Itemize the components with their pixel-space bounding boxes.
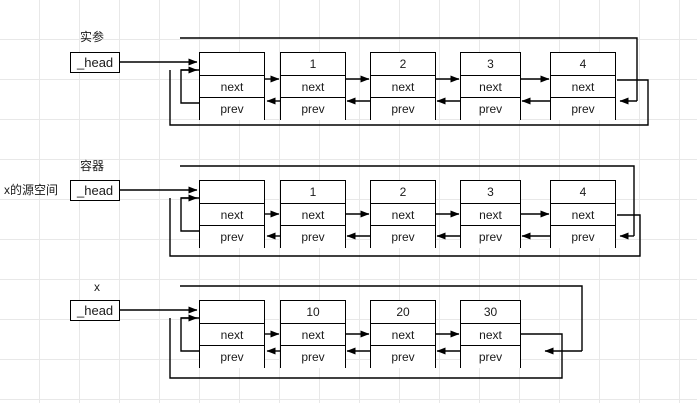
- row3-head-box[interactable]: _head: [70, 300, 120, 321]
- row3-node-2-prev: prev: [371, 346, 435, 368]
- row1-node-4-value: 4: [551, 53, 615, 76]
- row1-node-3-value: 3: [461, 53, 520, 76]
- row2-node-3[interactable]: 3 next prev: [460, 180, 521, 248]
- row3-node-0-next: next: [200, 324, 264, 346]
- row3-node-1-prev: prev: [281, 346, 345, 368]
- row2-node-4[interactable]: 4 next prev: [550, 180, 616, 248]
- row2-sentinel-prev-stub: [180, 197, 199, 232]
- row1-head-box[interactable]: _head: [70, 52, 120, 73]
- row1-node-2-next: next: [371, 76, 435, 98]
- row3-node-0[interactable]: next prev: [199, 300, 265, 368]
- row1-node-3-next: next: [461, 76, 520, 98]
- row3-node-3-value: 30: [461, 301, 520, 324]
- row2-node-1-value: 1: [281, 181, 345, 204]
- row3-node-0-value: [200, 301, 264, 324]
- row2-node-0[interactable]: next prev: [199, 180, 265, 248]
- row2-side-label: x的源空间: [4, 183, 59, 197]
- row3-bottom-rail: [169, 318, 563, 379]
- row1-node-4-prev: prev: [551, 98, 615, 120]
- row2-node-4-next: next: [551, 204, 615, 226]
- row3-sentinel-prev-stub: [180, 317, 199, 352]
- row2-node-3-prev: prev: [461, 226, 520, 248]
- row3-node-2-value: 20: [371, 301, 435, 324]
- row1-node-0-next: next: [200, 76, 264, 98]
- row2-node-4-value: 4: [551, 181, 615, 204]
- row2-top-label: 容器: [80, 159, 105, 173]
- row3-node-2[interactable]: 20 next prev: [370, 300, 436, 368]
- row3-node-1-next: next: [281, 324, 345, 346]
- row1-sentinel-prev-stub: [180, 69, 199, 104]
- row2-top-rail: [180, 165, 635, 236]
- row1-node-2-value: 2: [371, 53, 435, 76]
- row2-node-2-value: 2: [371, 181, 435, 204]
- row1-node-1-value: 1: [281, 53, 345, 76]
- row2-node-2-next: next: [371, 204, 435, 226]
- row1-bottom-rail: [169, 70, 649, 126]
- row1-node-3-prev: prev: [461, 98, 520, 120]
- row2-node-3-next: next: [461, 204, 520, 226]
- row2-node-4-prev: prev: [551, 226, 615, 248]
- row2-node-1[interactable]: 1 next prev: [280, 180, 346, 248]
- row1-node-3[interactable]: 3 next prev: [460, 52, 521, 120]
- row1-node-1-next: next: [281, 76, 345, 98]
- row2-node-1-prev: prev: [281, 226, 345, 248]
- row3-node-3-prev: prev: [461, 346, 520, 368]
- row3-node-1-value: 10: [281, 301, 345, 324]
- row3-top-label: x: [94, 280, 100, 294]
- row2-node-1-next: next: [281, 204, 345, 226]
- row2-head-box[interactable]: _head: [70, 180, 120, 201]
- row2-node-0-prev: prev: [200, 226, 264, 248]
- row2-node-2-prev: prev: [371, 226, 435, 248]
- row2-node-3-value: 3: [461, 181, 520, 204]
- row1-top-label: 实参: [80, 30, 105, 44]
- row1-node-2[interactable]: 2 next prev: [370, 52, 436, 120]
- row2-node-2[interactable]: 2 next prev: [370, 180, 436, 248]
- row3-node-0-prev: prev: [200, 346, 264, 368]
- row3-top-rail: [180, 285, 583, 351]
- row3-node-3[interactable]: 30 next prev: [460, 300, 521, 368]
- row1-node-4[interactable]: 4 next prev: [550, 52, 616, 120]
- row3-node-2-next: next: [371, 324, 435, 346]
- row1-node-4-next: next: [551, 76, 615, 98]
- row2-node-0-next: next: [200, 204, 264, 226]
- row2-node-0-value: [200, 181, 264, 204]
- row1-node-1[interactable]: 1 next prev: [280, 52, 346, 120]
- row1-node-2-prev: prev: [371, 98, 435, 120]
- row2-bottom-rail: [169, 198, 641, 257]
- row1-node-1-prev: prev: [281, 98, 345, 120]
- row1-node-0-prev: prev: [200, 98, 264, 120]
- row1-node-0-value: [200, 53, 264, 76]
- row3-node-1[interactable]: 10 next prev: [280, 300, 346, 368]
- row3-node-3-next: next: [461, 324, 520, 346]
- row1-node-0[interactable]: next prev: [199, 52, 265, 120]
